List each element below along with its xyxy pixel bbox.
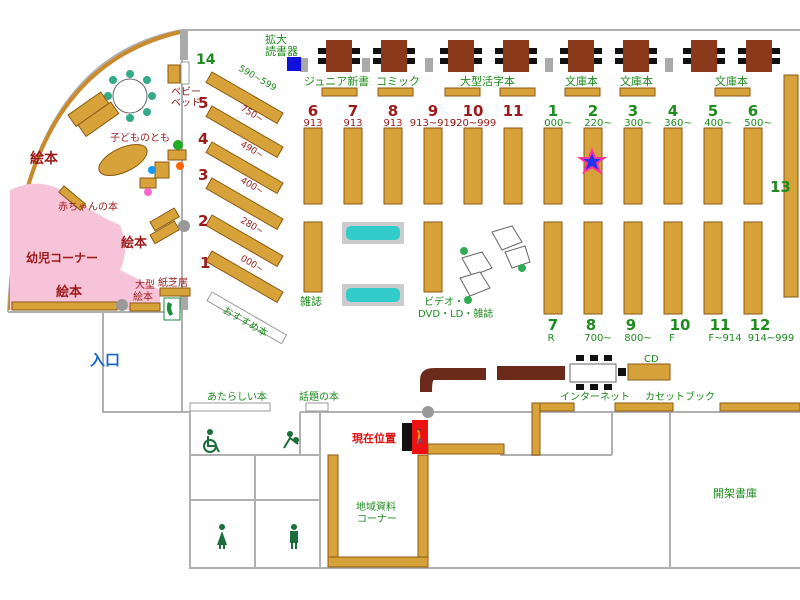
kamishibai-label: 紙芝居: [158, 276, 188, 289]
red-shelf-range: 920~999: [450, 118, 497, 129]
water-features: [342, 222, 404, 306]
side-shelf-13: 13: [770, 178, 791, 196]
junior-label: ジュニア新書: [304, 74, 369, 88]
ehon-label-2: 絵本: [121, 235, 147, 251]
red-shelf-num: 6: [308, 102, 318, 120]
red-shelf-range: 913~919: [410, 118, 457, 129]
green-shelf-range: 800~: [624, 333, 651, 344]
wadai-label: 話題の本: [299, 390, 339, 403]
green-shelf-num: 4: [668, 102, 678, 120]
akachan-label: 赤ちゃんの本: [58, 200, 118, 213]
kakudai-label: 拡大: [265, 32, 287, 46]
green-shelf-num: 7: [548, 316, 558, 334]
current-location-label: 現在位置: [352, 431, 396, 445]
left-shelf-num: 2: [198, 212, 208, 230]
wheelchair-icon: [203, 429, 220, 453]
green-shelf-range: F: [669, 333, 675, 344]
red-shelf-num: 7: [348, 102, 358, 120]
green-shelf-range: 700~: [584, 333, 611, 344]
current-location-marker: 🚶: [402, 420, 429, 454]
osusume-shelf: [206, 291, 288, 345]
entrance-label: 入口: [90, 351, 120, 369]
zasshi-label: 雑誌: [300, 294, 322, 308]
green-shelf-range: F~914: [708, 333, 741, 344]
red-shelf-num: 8: [388, 102, 398, 120]
svg-text:🚶: 🚶: [411, 428, 428, 445]
green-shelf-num: 11: [710, 316, 731, 334]
red-shelf-num: 11: [503, 102, 524, 120]
baby-changing-icon: [283, 431, 299, 449]
star-icon: [576, 147, 608, 175]
left-shelf-num: 5: [198, 94, 208, 112]
green-shelf-num: 6: [748, 102, 758, 120]
phone-icon: [163, 297, 181, 321]
video-label-1: ビデオ・: [424, 295, 464, 308]
new-books-label: あたらしい本: [207, 390, 267, 403]
baby-bed-label-2: ベッド: [171, 97, 201, 109]
bunko-label-3: 文庫本: [715, 74, 748, 88]
video-label-2: DVD・LD・雑誌: [418, 307, 493, 320]
green-shelf-range: 360~: [664, 118, 691, 129]
green-shelf-range: 300~: [624, 118, 651, 129]
green-shelf-range: 914~999: [748, 333, 795, 344]
dokushoki-label: 読書器: [265, 44, 298, 58]
ehon-label-1: 絵本: [30, 150, 59, 167]
left-shelf-num: 4: [198, 130, 208, 148]
green-shelf-num: 8: [586, 316, 596, 334]
ogata-ehon-label-2: 絵本: [133, 290, 153, 303]
left-shelf-num: 1: [200, 254, 210, 272]
left-shelf-num: 3: [198, 166, 208, 184]
green-shelf-num: 5: [708, 102, 718, 120]
ogata-ehon-label-1: 大型: [135, 278, 155, 291]
green-shelf-range: 500~: [744, 118, 771, 129]
green-shelf-range: 000~: [544, 118, 571, 129]
chiiki-label-1: 地域資料: [356, 500, 396, 513]
pink-kids-area: [10, 183, 160, 310]
female-restroom-icon: [217, 524, 227, 549]
cd-label: CD: [644, 354, 659, 365]
yoji-corner-label: 幼児コーナー: [26, 250, 98, 265]
green-shelf-num: 2: [588, 102, 598, 120]
chair-cluster: [459, 225, 531, 297]
right-lower-walls: [500, 412, 671, 568]
chiiki-label-2: コーナー: [357, 513, 397, 525]
restroom-walls: [190, 412, 321, 568]
left-shelf-num: 14: [196, 52, 216, 68]
male-restroom-icon: [290, 524, 298, 549]
kodomo-label: 子どものとも: [110, 132, 170, 144]
baby-bed-label-1: ベビー: [171, 86, 201, 98]
red-shelf-num: 9: [428, 102, 438, 120]
green-shelf-num: 1: [548, 102, 558, 120]
green-shelf-num: 12: [750, 316, 771, 334]
green-shelf-range: 220~: [584, 118, 611, 129]
green-shelf-range: 400~: [704, 118, 731, 129]
red-shelf-range: 913: [303, 118, 322, 129]
reading-desks: [318, 40, 780, 72]
service-counter: [420, 368, 486, 392]
red-shelf-range: 913: [383, 118, 402, 129]
red-shelf-range: 913: [343, 118, 362, 129]
bunko-label-1: 文庫本: [565, 74, 598, 88]
magnifier-device: [287, 57, 301, 71]
bunko-label-2: 文庫本: [620, 74, 653, 88]
green-shelf-num: 10: [670, 316, 691, 334]
comic-label: コミック: [376, 75, 420, 88]
green-shelf-num: 3: [628, 102, 638, 120]
lower-wall: [102, 300, 800, 569]
green-shelf-range: R: [548, 333, 555, 344]
kaika-label: 開架書庫: [713, 486, 757, 500]
cassette-label: カセットブック: [645, 390, 715, 403]
large-print-label: 大型活字本: [460, 74, 515, 88]
internet-label: インターネット: [560, 391, 630, 403]
red-shelf-num: 10: [463, 102, 484, 120]
ehon-label-3: 絵本: [56, 284, 82, 300]
green-shelf-num: 9: [626, 316, 636, 334]
